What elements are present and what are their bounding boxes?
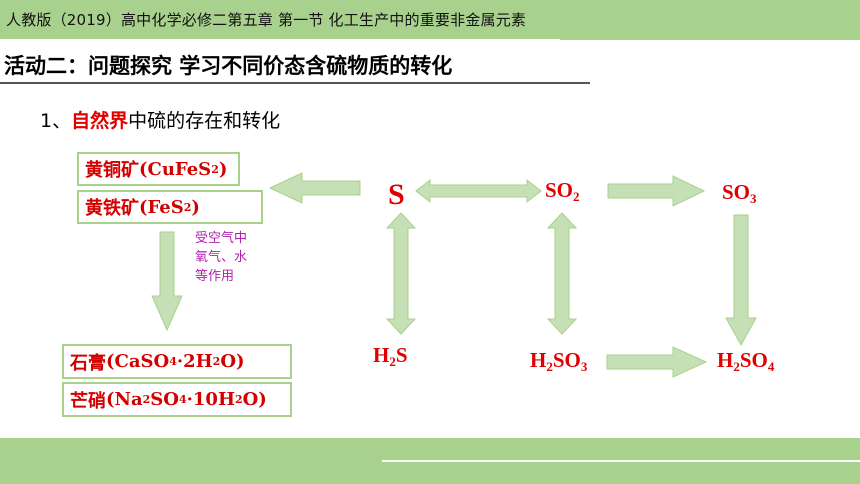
mineral-close: ) (218, 158, 228, 180)
species-text: S (388, 178, 405, 211)
arrow-s-to-minerals (268, 172, 361, 204)
species-text: H (717, 348, 734, 372)
species-sub: 3 (750, 191, 757, 206)
species-sub: 3 (580, 359, 588, 374)
mineral-sub: 4 (178, 393, 187, 406)
species-sub: 4 (767, 359, 775, 374)
species-text: SO (552, 348, 581, 372)
mineral-formula: (Na (106, 389, 143, 410)
species-h2so4: H2SO4 (717, 348, 774, 375)
mineral-sub: 2 (142, 393, 151, 406)
species-s: S (388, 178, 405, 212)
arrow-minerals-down (151, 231, 183, 332)
species-h2so3: H2SO3 (530, 348, 587, 375)
arrow-s-so2 (415, 178, 542, 204)
species-text: SO (545, 178, 574, 202)
subtitle-suffix: 中硫的存在和转化 (128, 110, 281, 132)
species-sub: 2 (389, 354, 396, 369)
species-sub: 2 (573, 189, 580, 204)
mineral-sub: 2 (211, 162, 219, 176)
mineral-cn: 芒硝 (70, 390, 106, 412)
mineral-cn: 黄铜矿 (85, 160, 139, 181)
arrow-so2-h2so3 (546, 212, 578, 335)
mineral-cn: 黄铁矿 (85, 198, 139, 219)
mineral-close: O) (220, 351, 245, 372)
arrow-so2-to-so3 (607, 175, 706, 207)
arrow-so3-to-h2so4 (725, 214, 757, 347)
mineral-cn: 石膏 (70, 352, 106, 374)
arrow-h2so3-to-h2so4 (606, 346, 708, 378)
species-text: S (395, 343, 408, 367)
species-text: SO (739, 348, 768, 372)
mineral-formula: (CaSO (106, 351, 170, 372)
mineral-sub: 2 (183, 200, 192, 214)
species-text: H (373, 343, 390, 367)
mineral-formula: ·10H (186, 389, 235, 410)
species-so2: SO2 (545, 178, 580, 205)
side-note: 受空气中氧气、水等作用 (195, 231, 248, 284)
mineral-sub: 4 (169, 355, 177, 368)
section-underline (0, 82, 590, 84)
mineral-formula: ·2H (176, 351, 213, 372)
mineral-sub: 2 (234, 393, 243, 406)
species-so3: SO3 (722, 180, 757, 207)
header-divider (0, 39, 560, 41)
mineral-close: ) (191, 196, 200, 218)
section-title: 活动二：问题探究 学习不同价态含硫物质的转化 (4, 54, 453, 78)
mineral-formula: (CuFeS (139, 158, 212, 180)
mineral-sub: 2 (212, 355, 221, 368)
header-title: 人教版（2019）高中化学必修二第五章 第一节 化工生产中的重要非金属元素 (6, 11, 527, 29)
species-text: H (530, 348, 547, 372)
subtitle-prefix: 1、 (40, 110, 72, 132)
footer-divider (382, 460, 860, 462)
arrow-s-h2s (385, 212, 417, 335)
species-text: SO (722, 180, 751, 204)
header-bar (0, 0, 860, 40)
mineral-close: O) (242, 389, 267, 410)
mineral-formula: SO (150, 389, 179, 410)
species-h2s: H2S (373, 343, 408, 370)
species-sub: 2 (733, 359, 740, 374)
mineral-formula: (FeS (139, 196, 184, 218)
subtitle-highlight: 自然界 (71, 110, 129, 132)
species-sub: 2 (546, 359, 553, 374)
subtitle: 1、自然界中硫的存在和转化 (40, 106, 280, 133)
